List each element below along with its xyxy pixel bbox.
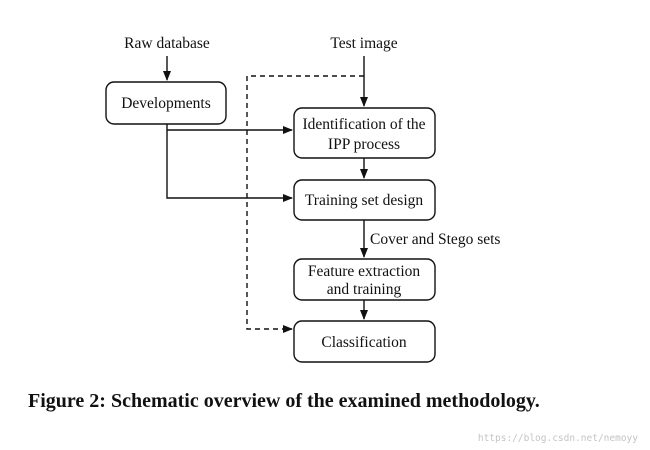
input-label-raw-database: Raw database [124, 35, 210, 52]
edge-label-cover-and-stego-sets: Cover and Stego sets [370, 231, 500, 248]
edge-dashed-test-image-to-classification [246, 75, 364, 333]
input-label-test-image: Test image [330, 35, 397, 52]
node-identification: Identification of the IPP process [293, 107, 436, 159]
figure-caption: Figure 2: Schematic overview of the exam… [28, 390, 540, 412]
edge-developments-to-training-set [166, 124, 293, 202]
node-developments-label: Developments [121, 95, 211, 112]
node-feature-extraction: Feature extraction and training [293, 258, 436, 301]
node-developments: Developments [105, 81, 227, 125]
node-identification-label-line2: IPP process [328, 136, 400, 153]
node-classification: Classification [293, 320, 436, 363]
node-identification-label-line1: Identification of the [302, 116, 425, 133]
node-feature-extraction-label-line2: and training [327, 281, 402, 298]
node-training-set-design-label: Training set design [305, 192, 424, 209]
node-classification-label: Classification [321, 334, 406, 351]
node-feature-extraction-label-line1: Feature extraction [308, 263, 421, 280]
node-training-set-design: Training set design [293, 179, 436, 221]
watermark: https://blog.csdn.net/nemoyy [477, 433, 638, 444]
